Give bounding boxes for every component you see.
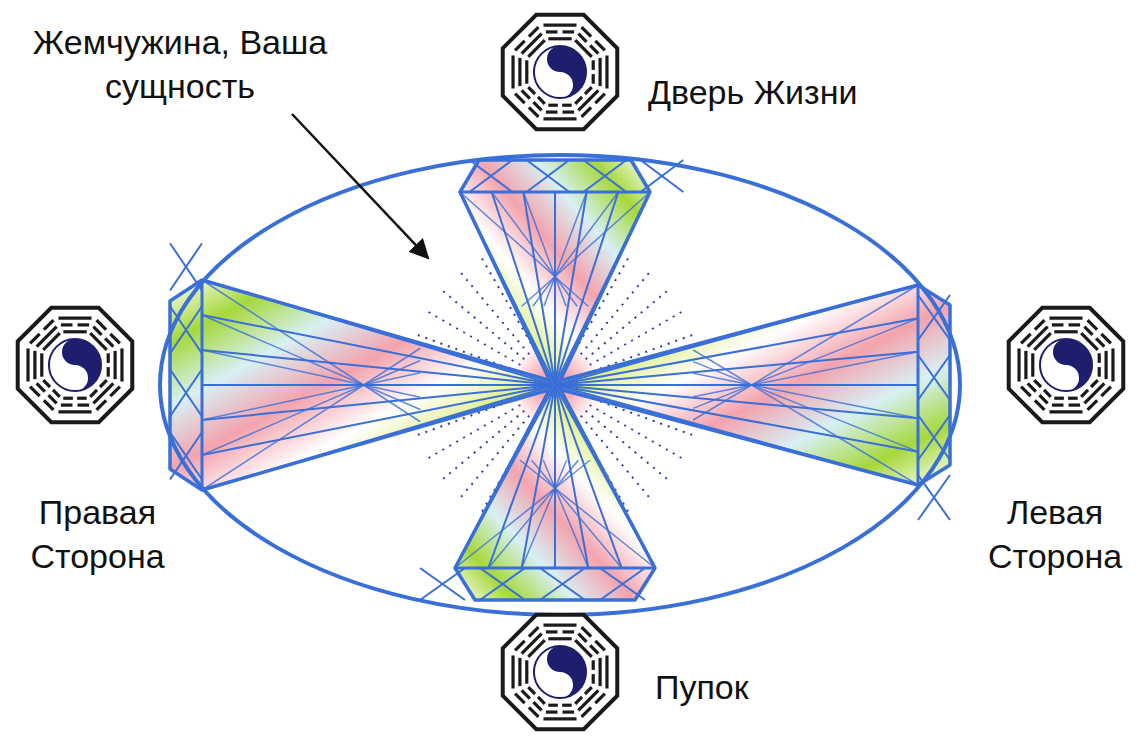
bagua-symbol xyxy=(503,615,618,730)
crystal-prism xyxy=(170,243,555,490)
bagua-symbol xyxy=(1009,308,1124,423)
point-label: Левая Сторона xyxy=(965,490,1145,578)
point-label: Дверь Жизни xyxy=(648,70,857,114)
leader-arrow xyxy=(292,114,428,258)
bagua-symbol xyxy=(18,308,133,423)
bagua-symbol xyxy=(503,15,618,130)
point-label: Правая Сторона xyxy=(5,490,190,578)
crystal-prisms xyxy=(170,160,950,600)
point-label: Пупок xyxy=(655,665,749,709)
bagua-symbols xyxy=(18,15,1124,730)
aura-ellipse xyxy=(160,155,960,615)
crystal-prism xyxy=(555,285,950,520)
crystal-prism xyxy=(460,160,683,385)
crystal-prism xyxy=(420,385,655,600)
callout-label: Жемчужина, Ваша сущность xyxy=(10,20,350,108)
